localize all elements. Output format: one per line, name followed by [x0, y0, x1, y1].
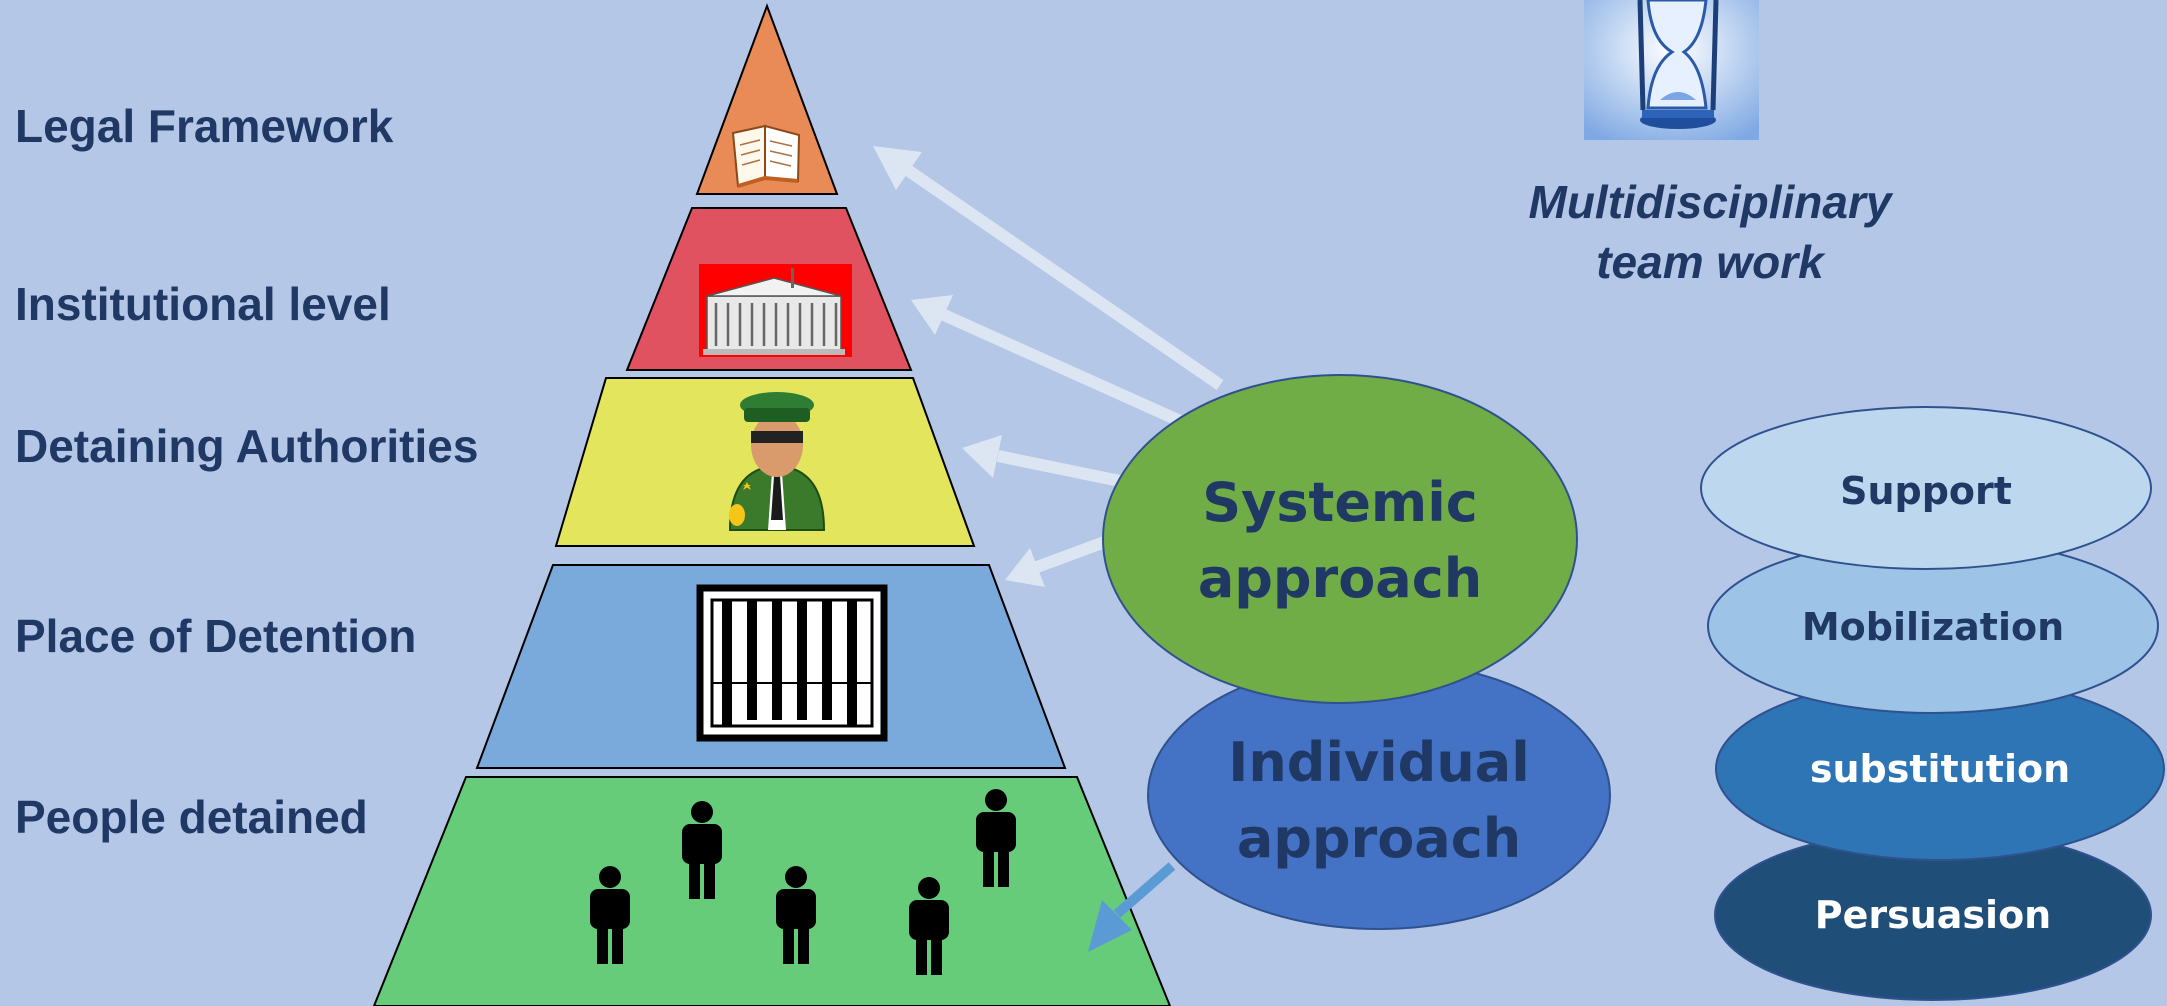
person-figure: [976, 789, 1016, 887]
strategy-substitution: substitution: [1810, 747, 2070, 791]
team-work-line1: Multidisciplinary: [1528, 176, 1892, 228]
level-label-institutional: Institutional level: [15, 278, 391, 330]
person-figure: [909, 877, 949, 975]
arrow-to-place-of-detention: [1005, 534, 1113, 587]
systemic-line1: Systemic: [1202, 471, 1477, 534]
strategy-persuasion: Persuasion: [1815, 893, 2051, 937]
government-building-icon: [699, 264, 852, 357]
person-figure: [682, 801, 722, 899]
level-label-people-detained: People detained: [15, 791, 368, 843]
book-icon: [731, 124, 801, 188]
level-label-detaining-authorities: Detaining Authorities: [15, 420, 479, 472]
team-work-line2: team work: [1596, 236, 1824, 288]
strategy-mobilization: Mobilization: [1802, 605, 2064, 649]
prison-bars-icon: [696, 584, 888, 742]
arrow-to-detaining-authorities: [962, 435, 1122, 487]
individual-line1: Individual: [1228, 731, 1529, 794]
officer-icon: [728, 392, 826, 531]
systemic-arrows: [873, 146, 1224, 587]
pyramid-tier-legal-framework: [695, 3, 839, 195]
hourglass-icon: [1584, 0, 1759, 140]
individual-line2: approach: [1237, 807, 1521, 870]
pyramid-tier-people-detained: [372, 776, 1172, 1006]
person-figure: [776, 866, 816, 964]
arrow-to-legal-framework: [873, 146, 1224, 390]
team-work-caption: Multidisciplinary team work: [1460, 172, 1960, 292]
systemic-line2: approach: [1198, 547, 1482, 610]
person-figure: [590, 866, 630, 964]
level-label-place-of-detention: Place of Detention: [15, 610, 417, 662]
arrow-to-institutional: [911, 295, 1183, 427]
support-ellipse: [1700, 406, 2152, 570]
strategy-support: Support: [1840, 469, 2012, 513]
level-label-legal-framework: Legal Framework: [15, 100, 394, 152]
individual-arrow: [1088, 862, 1176, 952]
people-icon: [590, 789, 1016, 975]
systemic-approach-ellipse: [1102, 374, 1578, 704]
